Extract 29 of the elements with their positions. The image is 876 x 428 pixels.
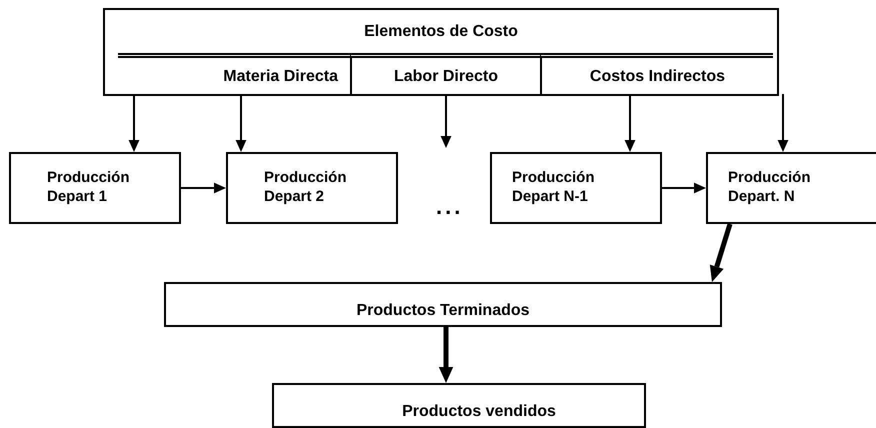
box-label: Producción Depart 1 xyxy=(47,169,131,207)
box-label: Productos vendidos xyxy=(402,402,556,422)
arrow xyxy=(624,94,636,152)
process-box xyxy=(272,383,646,428)
box-label: Productos Terminados xyxy=(356,301,530,321)
box-label: Producción Depart N-1 xyxy=(512,169,596,207)
box-label: Producción Depart 2 xyxy=(264,169,348,207)
box-label: Costos Indirectos xyxy=(590,67,726,87)
arrow xyxy=(438,327,454,383)
cost-element-cell xyxy=(540,53,773,96)
process-box xyxy=(226,152,398,224)
process-box xyxy=(103,8,779,96)
arrow xyxy=(181,182,226,194)
process-box xyxy=(164,282,722,327)
box-label: Materia Directa xyxy=(223,67,338,87)
process-box xyxy=(706,152,876,224)
box-label: Labor Directo xyxy=(394,67,498,87)
arrow xyxy=(236,94,246,152)
process-box xyxy=(9,152,181,224)
arrow xyxy=(662,182,706,194)
arrow xyxy=(440,94,452,148)
cost-element-cell xyxy=(350,53,540,96)
ellipsis-label: ... xyxy=(436,196,464,218)
arrow xyxy=(778,94,788,152)
box-label: Producción Depart. N xyxy=(728,169,812,207)
box-label: Elementos de Costo xyxy=(364,22,518,42)
process-box xyxy=(490,152,662,224)
arrow xyxy=(128,94,140,152)
arrow xyxy=(710,223,732,282)
